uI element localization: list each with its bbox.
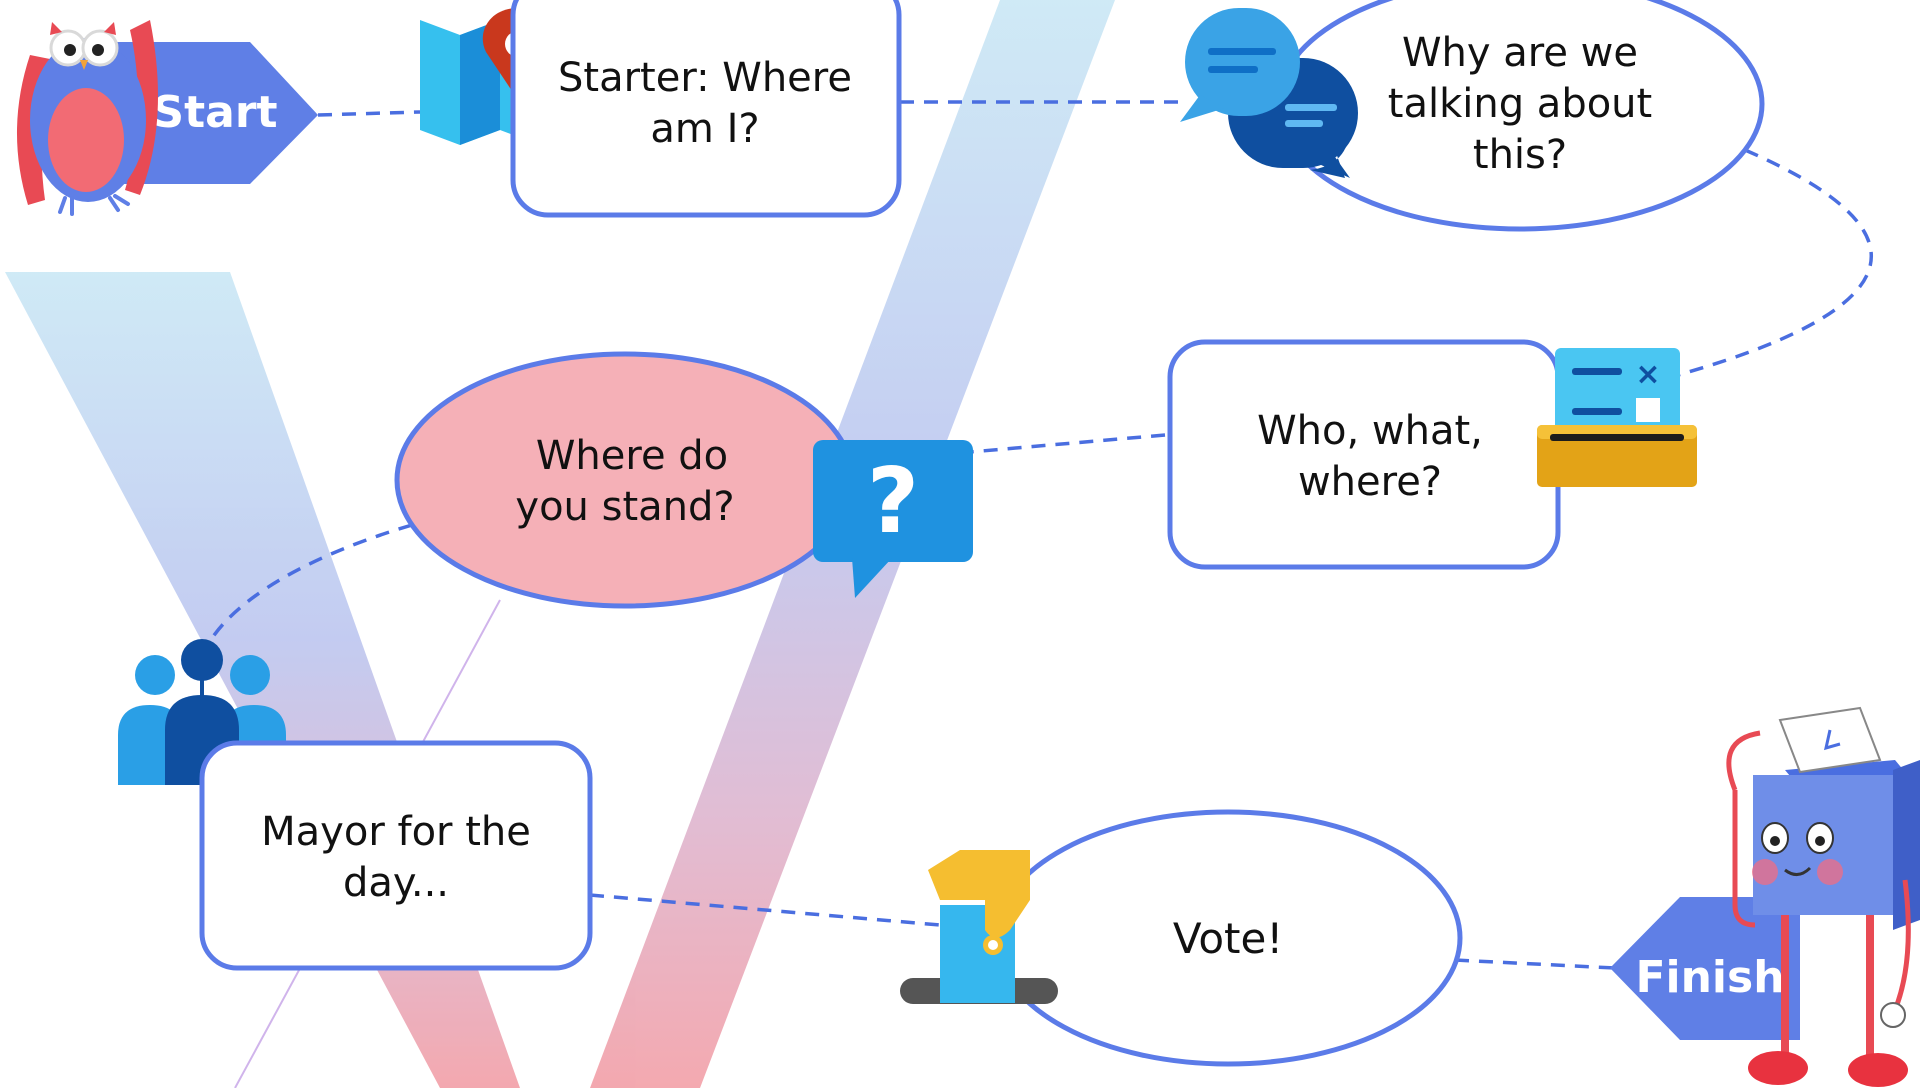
chat-bubbles-icon (1180, 8, 1358, 178)
step-vote-line1: Vote! (1173, 914, 1283, 963)
step-where-line2: you stand? (515, 484, 734, 530)
owl-mascot-icon (16, 20, 158, 216)
step-why-line3: this? (1473, 132, 1567, 178)
step-where-node: Where do you stand? (394, 351, 856, 609)
finish-label: Finish (1635, 952, 1784, 1003)
ballot-box-mascot-icon (1726, 706, 1920, 1087)
connector-who-to-where (969, 433, 1166, 454)
start-arrow: Start (110, 42, 318, 184)
hand-vote-icon (900, 850, 1058, 1004)
question-bubble-icon: ? (813, 440, 973, 598)
svg-text:?: ? (867, 449, 919, 554)
connector-lines (203, 100, 1873, 970)
step-starter-node: Starter: Where am I? (510, 0, 902, 218)
step-where-line1: Where do (536, 433, 728, 479)
connector-vote-to-finish (1454, 958, 1616, 970)
ballot-box-icon: × (1537, 348, 1697, 487)
step-why-line1: Why are we (1402, 30, 1638, 76)
step-who-line1: Who, what, (1257, 408, 1483, 454)
step-who-line2: where? (1298, 459, 1442, 505)
svg-text:×: × (1635, 357, 1660, 392)
step-mayor-node: Mayor for the day... (199, 740, 593, 971)
step-starter-line2: am I? (650, 106, 759, 152)
connector-start-to-starter (317, 110, 421, 117)
step-who-node: Who, what, where? (1167, 339, 1561, 570)
step-starter-line1: Starter: Where (558, 55, 852, 101)
step-mayor-line1: Mayor for the (261, 809, 531, 855)
step-mayor-line2: day... (343, 860, 449, 906)
start-label: Start (152, 87, 277, 138)
step-vote-node: Vote! (993, 809, 1463, 1067)
connector-why-to-who (1659, 148, 1873, 382)
connector-mayor-to-vote (589, 893, 941, 927)
connector-where-to-mayor (203, 523, 413, 651)
step-why-line2: talking about (1388, 81, 1652, 127)
finish-arrow: Finish (1610, 897, 1800, 1040)
